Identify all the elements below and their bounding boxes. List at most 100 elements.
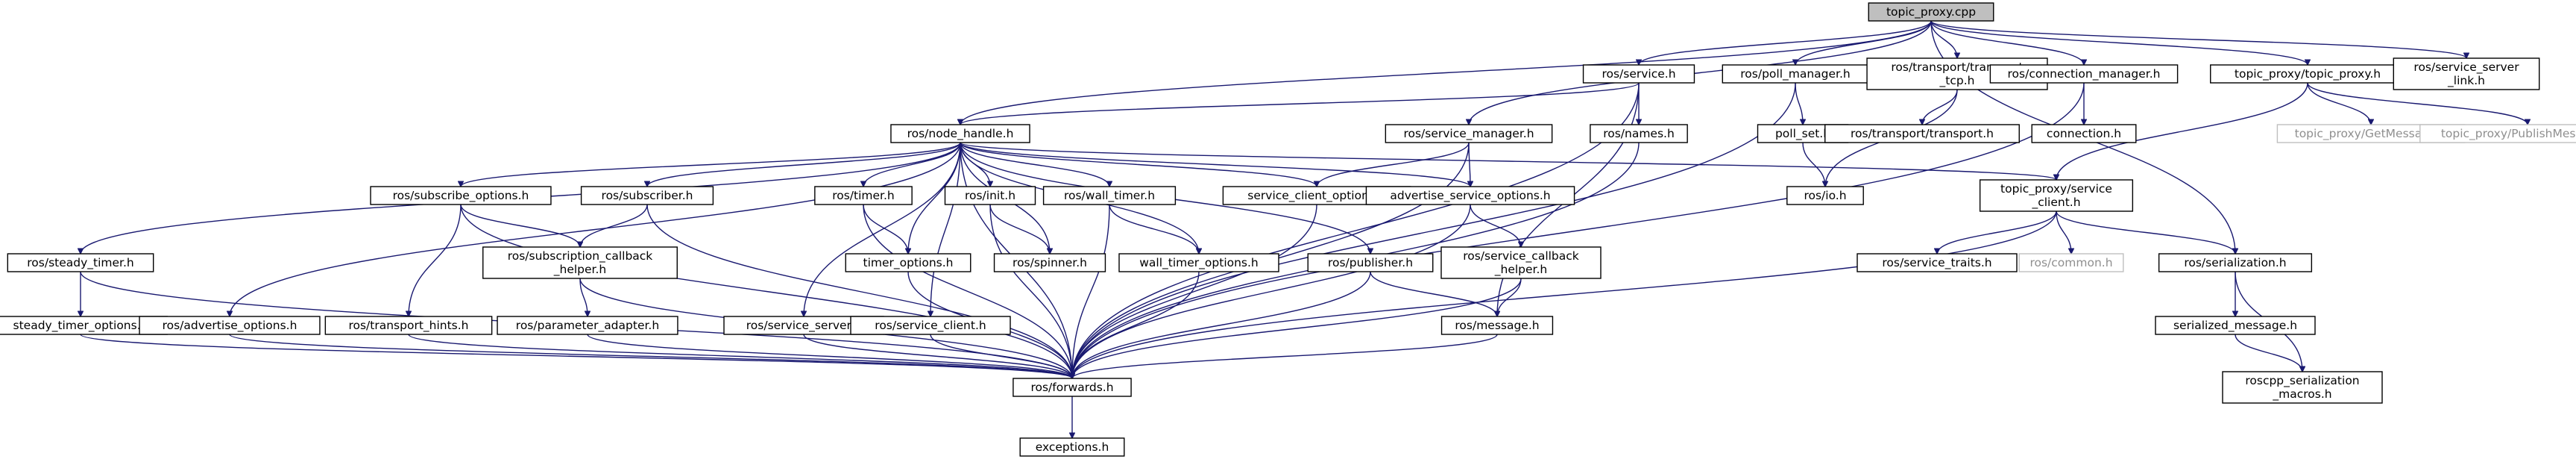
node-box <box>1365 186 1575 205</box>
node-wall-timer[interactable]: ros/wall_timer.h <box>1042 186 1177 205</box>
node-subscribe-options[interactable]: ros/subscribe_options.h <box>370 186 552 205</box>
node-io[interactable]: ros/io.h <box>1786 186 1864 205</box>
node-label: ros/service_server <box>2413 60 2519 75</box>
node-serialized-message[interactable]: serialized_message.h <box>2155 316 2316 335</box>
edge-node-handle-to-service-client <box>930 142 961 316</box>
node-box <box>2031 124 2137 143</box>
edge-service-to-forwards <box>1072 82 1640 378</box>
node-label: ros/connection_manager.h <box>2008 67 2161 81</box>
node-box <box>1868 2 1994 22</box>
dependency-edges <box>81 20 2528 438</box>
edge-init-to-spinner <box>989 204 1050 254</box>
node-connection[interactable]: connection.h <box>2031 124 2137 143</box>
node-service-manager[interactable]: ros/service_manager.h <box>1385 124 1553 143</box>
edge-node-handle-to-wall-timer <box>960 142 1109 187</box>
edge-service-client-options-to-forwards <box>1072 204 1317 378</box>
node-subscription-callback-helper[interactable]: ros/subscription_callback_helper.h <box>482 246 678 279</box>
node-advertise-service-options[interactable]: advertise_service_options.h <box>1365 186 1575 205</box>
node-serialization[interactable]: ros/serialization.h <box>2158 253 2313 272</box>
node-steady-timer[interactable]: ros/steady_timer.h <box>7 253 154 272</box>
edge-subscriber-to-subscription-callback-helper <box>580 204 648 247</box>
node-label: service_client_options.h <box>1247 189 1385 203</box>
node-forwards[interactable]: ros/forwards.h <box>1013 378 1132 397</box>
edge-node-handle-to-service-client-proxy <box>960 142 2056 180</box>
node-common[interactable]: ros/common.h <box>2018 253 2124 272</box>
node-label: poll_set.h <box>1775 127 1830 141</box>
edge-transport-tcp-to-transport <box>1922 89 1958 125</box>
node-label: _helper.h <box>553 263 607 277</box>
node-publish-message[interactable]: topic_proxy/PublishMessage.h <box>2419 124 2576 143</box>
node-label: ros/io.h <box>1804 189 1846 202</box>
node-label: ros/service_client.h <box>875 319 986 333</box>
node-service-traits[interactable]: ros/service_traits.h <box>1857 253 2018 272</box>
node-label: ros/names.h <box>1603 127 1675 140</box>
node-poll-manager[interactable]: ros/poll_manager.h <box>1722 64 1869 84</box>
node-box <box>1019 437 1125 457</box>
node-names[interactable]: ros/names.h <box>1590 124 1688 143</box>
node-label: ros/subscribe_options.h <box>393 189 529 203</box>
node-label: ros/spinner.h <box>1013 256 1087 269</box>
edge-topic-proxy-cpp-to-topic-proxy-h <box>1930 20 2308 65</box>
node-advertise-options[interactable]: ros/advertise_options.h <box>139 316 321 335</box>
node-connection-manager[interactable]: ros/connection_manager.h <box>1989 64 2179 84</box>
node-label: topic_proxy/service <box>2000 182 2112 196</box>
edge-subscribe-options-to-forwards <box>460 204 1072 378</box>
node-service-server-link[interactable]: ros/service_server_link.h <box>2393 57 2540 90</box>
node-label: topic_proxy/GetMessage.h <box>2295 127 2448 141</box>
node-label: ros/node_handle.h <box>907 127 1014 141</box>
node-box <box>2158 253 2313 272</box>
node-topic-proxy-cpp[interactable]: topic_proxy.cpp <box>1868 2 1994 22</box>
node-box <box>370 186 552 205</box>
node-spinner[interactable]: ros/spinner.h <box>993 253 1106 272</box>
node-service[interactable]: ros/service.h <box>1582 64 1695 84</box>
node-subscriber[interactable]: ros/subscriber.h <box>580 186 714 205</box>
node-timer-options[interactable]: timer_options.h <box>845 253 971 272</box>
edge-service-client-proxy-to-forwards <box>1072 210 2057 378</box>
node-timer[interactable]: ros/timer.h <box>814 186 913 205</box>
edge-service-server-to-forwards <box>803 334 1072 378</box>
edge-node-handle-to-subscriber <box>647 142 961 187</box>
node-label: advertise_service_options.h <box>1390 189 1550 203</box>
edge-node-handle-to-timer <box>863 142 961 187</box>
node-publisher[interactable]: ros/publisher.h <box>1307 253 1434 272</box>
node-exceptions[interactable]: exceptions.h <box>1019 437 1125 457</box>
node-box <box>497 316 678 335</box>
node-label: topic_proxy/topic_proxy.h <box>2235 67 2381 81</box>
edge-node-handle-to-service-server <box>804 142 961 316</box>
edge-poll-set-to-io <box>1802 142 1825 187</box>
edge-service-client-proxy-to-service-traits <box>1937 210 2057 254</box>
edge-topic-proxy-cpp-to-service-manager <box>1469 20 1932 125</box>
node-transport[interactable]: ros/transport/transport.h <box>1824 124 2020 143</box>
edge-connection-manager-to-forwards <box>1072 82 2085 378</box>
edge-service-manager-to-advertise-service-options <box>1469 142 1470 187</box>
node-service-client-proxy[interactable]: topic_proxy/service_client.h <box>1979 179 2134 212</box>
node-service-callback-helper[interactable]: ros/service_callback_helper.h <box>1440 246 1602 279</box>
node-init[interactable]: ros/init.h <box>944 186 1036 205</box>
node-label: ros/advertise_options.h <box>163 319 297 333</box>
node-node-handle[interactable]: ros/node_handle.h <box>890 124 1030 143</box>
node-label: wall_timer_options.h <box>1139 256 1259 270</box>
node-parameter-adapter[interactable]: ros/parameter_adapter.h <box>497 316 678 335</box>
edge-topic-proxy-h-to-publish-message <box>2307 82 2528 125</box>
node-box <box>1440 246 1602 279</box>
node-label: ros/service_server.h <box>746 319 861 333</box>
edge-service-manager-to-service-client-options <box>1317 142 1470 187</box>
node-label: ros/service.h <box>1602 67 1675 81</box>
node-roscpp-serialization-macros[interactable]: roscpp_serialization_macros.h <box>2222 371 2383 404</box>
edge-node-handle-to-advertise-service-options <box>960 142 1470 187</box>
edge-node-handle-to-advertise-options <box>230 142 961 316</box>
node-box <box>1979 179 2134 212</box>
node-wall-timer-options[interactable]: wall_timer_options.h <box>1118 253 1279 272</box>
node-label: ros/transport_hints.h <box>348 319 468 333</box>
node-label: ros/subscription_callback <box>508 249 653 263</box>
node-transport-hints[interactable]: ros/transport_hints.h <box>324 316 493 335</box>
edge-service-callback-helper-to-forwards <box>1072 278 1522 378</box>
edge-advertise-options-to-forwards <box>229 334 1072 379</box>
node-box <box>324 316 493 335</box>
edge-subscribe-options-to-subscription-callback-helper <box>460 204 580 247</box>
node-topic-proxy-h[interactable]: topic_proxy/topic_proxy.h <box>2210 64 2405 84</box>
node-message[interactable]: ros/message.h <box>1440 316 1554 335</box>
node-service-client[interactable]: ros/service_client.h <box>850 316 1011 335</box>
